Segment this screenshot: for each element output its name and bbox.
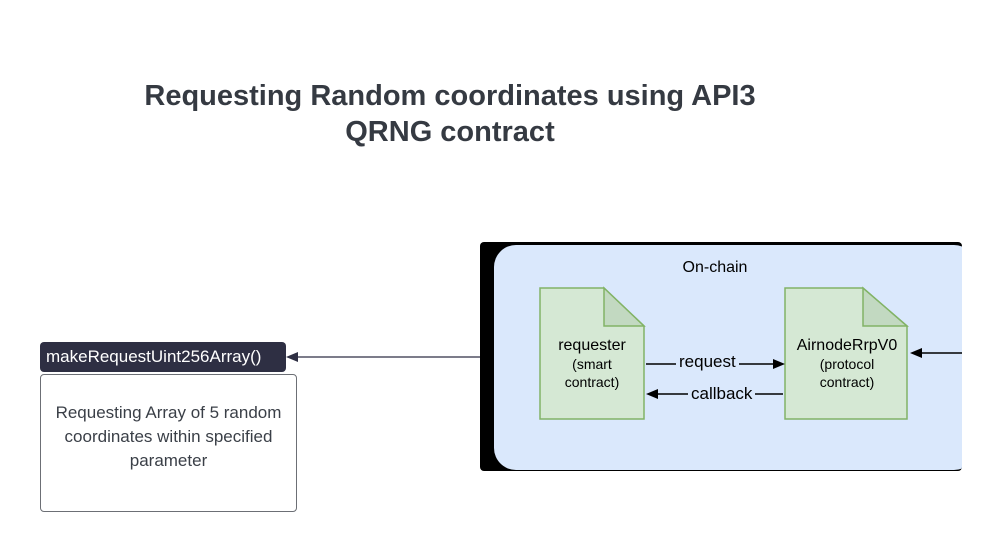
description-box: Requesting Array of 5 random coordinates… (40, 374, 297, 512)
requester-document-icon (539, 286, 646, 420)
callback-label: callback (688, 384, 756, 404)
requester-sub1: (smart (572, 356, 612, 372)
airnode-node: AirnodeRrpV0 (protocol contract) (786, 336, 908, 391)
title-line-1: Requesting Random coordinates using API3 (144, 80, 756, 112)
function-label: makeRequestUint256Array() (40, 342, 286, 372)
airnode-sub2: contract) (819, 374, 875, 390)
airnode-name: AirnodeRrpV0 (796, 337, 898, 354)
requester-sub2: contract) (564, 374, 620, 390)
request-label: request (676, 352, 739, 372)
requester-name: requester (558, 337, 626, 354)
page-title: Requesting Random coordinates using API3… (100, 78, 800, 150)
airnode-sub1: (protocol (819, 356, 875, 372)
requester-node: requester (smart contract) (540, 336, 644, 391)
description-text: Requesting Array of 5 random coordinates… (55, 403, 282, 470)
title-line-2: QRNG contract (345, 116, 555, 148)
onchain-panel: On-chain requester (smart contract) Airn… (480, 242, 962, 471)
airnode-document-icon (784, 286, 910, 420)
onchain-label: On-chain (682, 259, 748, 276)
